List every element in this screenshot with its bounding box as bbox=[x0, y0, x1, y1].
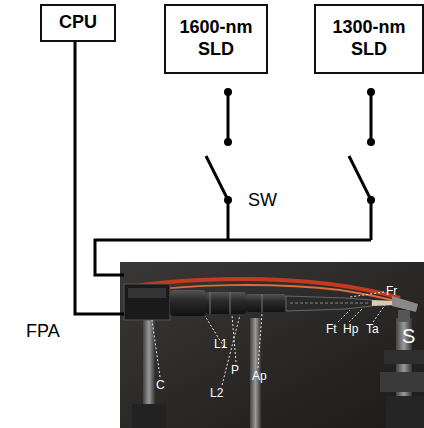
part-label: L2 bbox=[210, 387, 223, 399]
device-box: 1600-nm SLD bbox=[164, 4, 268, 74]
box-label: 1300-nm SLD bbox=[319, 17, 419, 60]
part-label: C bbox=[156, 379, 165, 391]
part-label: Ap bbox=[252, 370, 267, 382]
part-label: P bbox=[231, 364, 239, 376]
part-label: L1 bbox=[214, 338, 227, 350]
wires bbox=[75, 42, 371, 314]
device-box: CPU bbox=[40, 4, 116, 42]
sample-label: S bbox=[402, 326, 415, 346]
part-label: Fr bbox=[386, 285, 397, 297]
switch-contacts bbox=[224, 88, 375, 204]
part-label: Hp bbox=[343, 323, 358, 335]
switch-label: SW bbox=[248, 191, 277, 209]
part-label: Ta bbox=[366, 323, 379, 335]
box-label: CPU bbox=[59, 12, 97, 34]
part-label: Ft bbox=[326, 323, 337, 335]
setup-photo bbox=[120, 262, 424, 428]
box-label: 1600-nm SLD bbox=[169, 17, 263, 60]
device-box: 1300-nm SLD bbox=[314, 4, 424, 74]
detector-label: FPA bbox=[26, 322, 60, 340]
